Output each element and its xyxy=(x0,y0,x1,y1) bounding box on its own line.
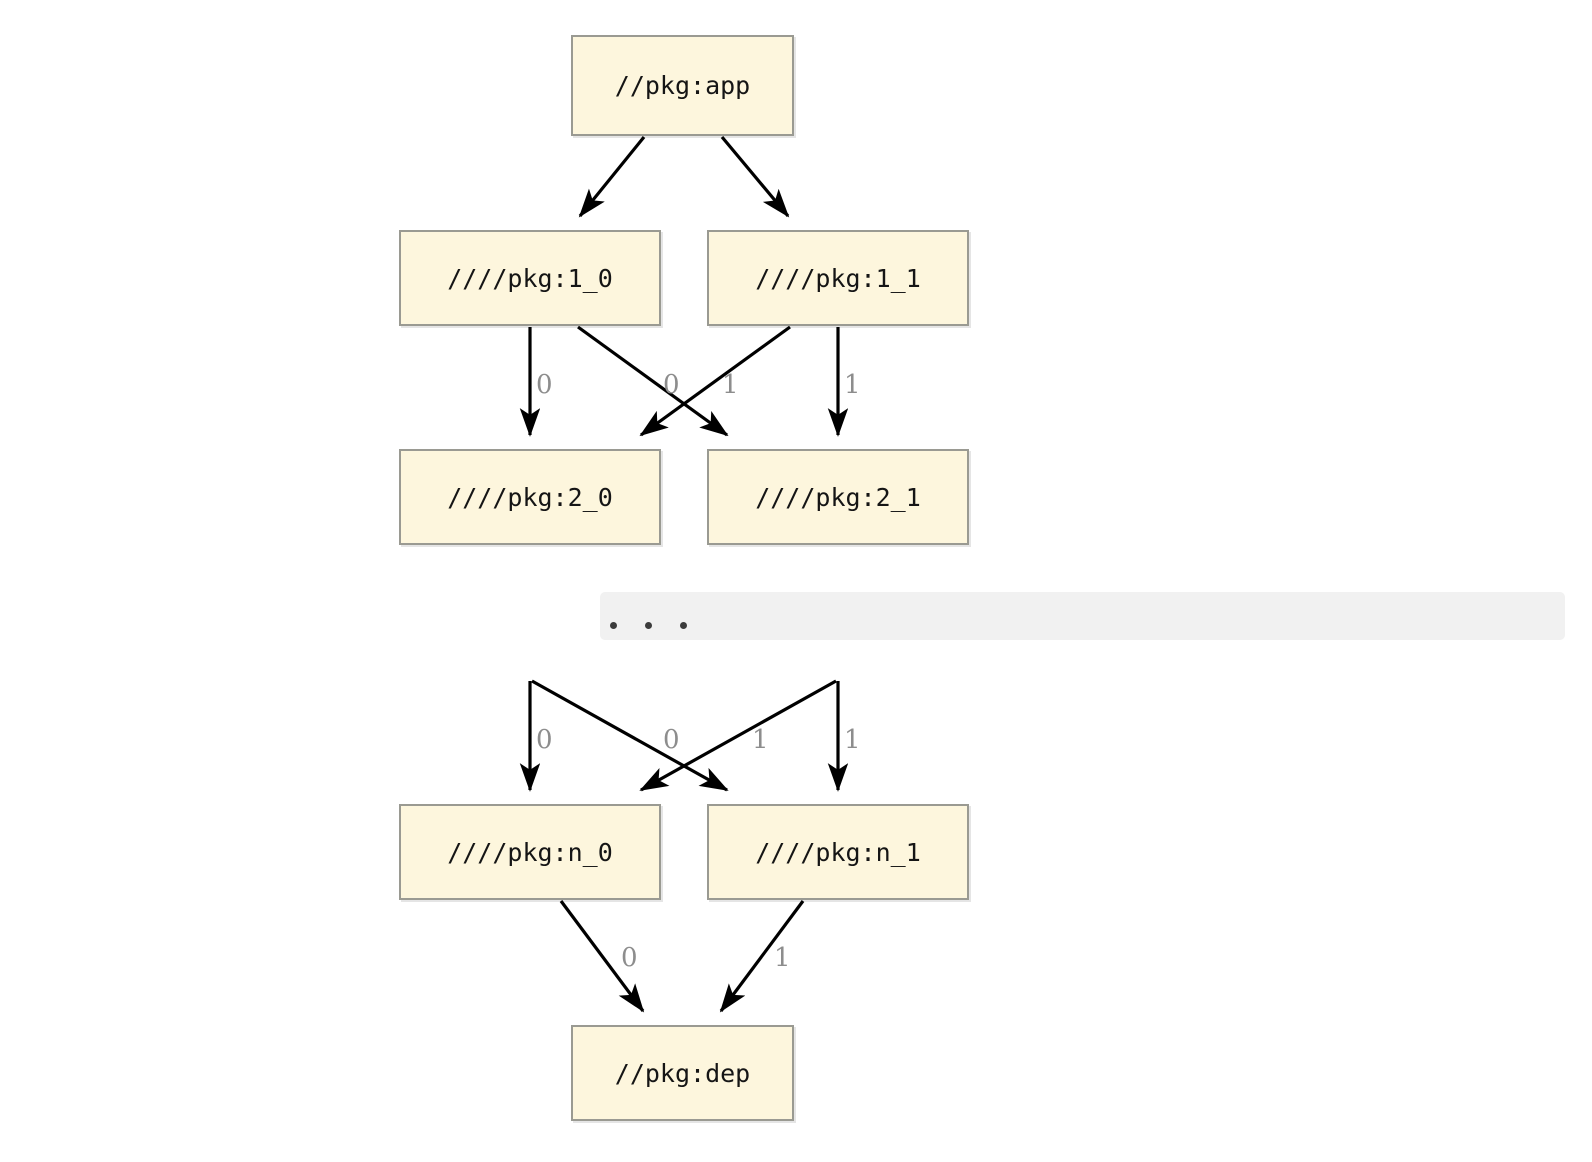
node-label: //pkg:app xyxy=(614,71,751,100)
edge-path xyxy=(577,325,729,437)
node-label: //pkg:dep xyxy=(614,1058,751,1088)
node-app[interactable]: //pkg:app xyxy=(571,35,794,136)
edge-path xyxy=(719,900,805,1013)
ellipsis-dots xyxy=(610,621,687,629)
node-label: ////pkg:n_1 xyxy=(755,837,921,867)
ellipsis-dot-3 xyxy=(680,621,687,629)
node-nn_1[interactable]: ////pkg:n_1 xyxy=(707,804,969,900)
edge-path xyxy=(720,135,790,218)
edge-label: 0 xyxy=(663,725,680,755)
edge-label: 1 xyxy=(774,943,791,973)
edge-path xyxy=(531,679,729,792)
edge-label: 1 xyxy=(752,725,769,755)
edge-label: 0 xyxy=(621,943,638,973)
ellipsis-dot-2 xyxy=(645,621,652,629)
edge-label: 1 xyxy=(844,370,861,400)
node-label: ////pkg:n_0 xyxy=(447,837,613,867)
node-n1_0[interactable]: ////pkg:1_0 xyxy=(399,230,661,326)
edge-path xyxy=(639,679,837,792)
edge-path xyxy=(639,325,791,437)
node-n2_0[interactable]: ////pkg:2_0 xyxy=(399,449,661,545)
node-nn_0[interactable]: ////pkg:n_0 xyxy=(399,804,661,900)
node-label: ////pkg:2_1 xyxy=(755,482,921,512)
node-n1_1[interactable]: ////pkg:1_1 xyxy=(707,230,969,326)
node-label: ////pkg:2_0 xyxy=(447,482,613,512)
edge-label: 1 xyxy=(844,725,861,755)
edge-label: 0 xyxy=(663,370,680,400)
ellipsis-dot-1 xyxy=(610,621,617,629)
edge-path xyxy=(578,135,646,218)
node-dep[interactable]: //pkg:dep xyxy=(571,1025,794,1121)
node-label: ////pkg:1_0 xyxy=(447,263,613,293)
ellipsis-band xyxy=(600,592,1565,640)
node-label: ////pkg:1_1 xyxy=(755,263,921,293)
node-n2_1[interactable]: ////pkg:2_1 xyxy=(707,449,969,545)
edge-label: 0 xyxy=(536,370,553,400)
edge-path-group xyxy=(519,135,849,1013)
edge-label: 0 xyxy=(536,725,553,755)
edge-label: 1 xyxy=(722,370,739,400)
edge-path xyxy=(559,900,645,1013)
